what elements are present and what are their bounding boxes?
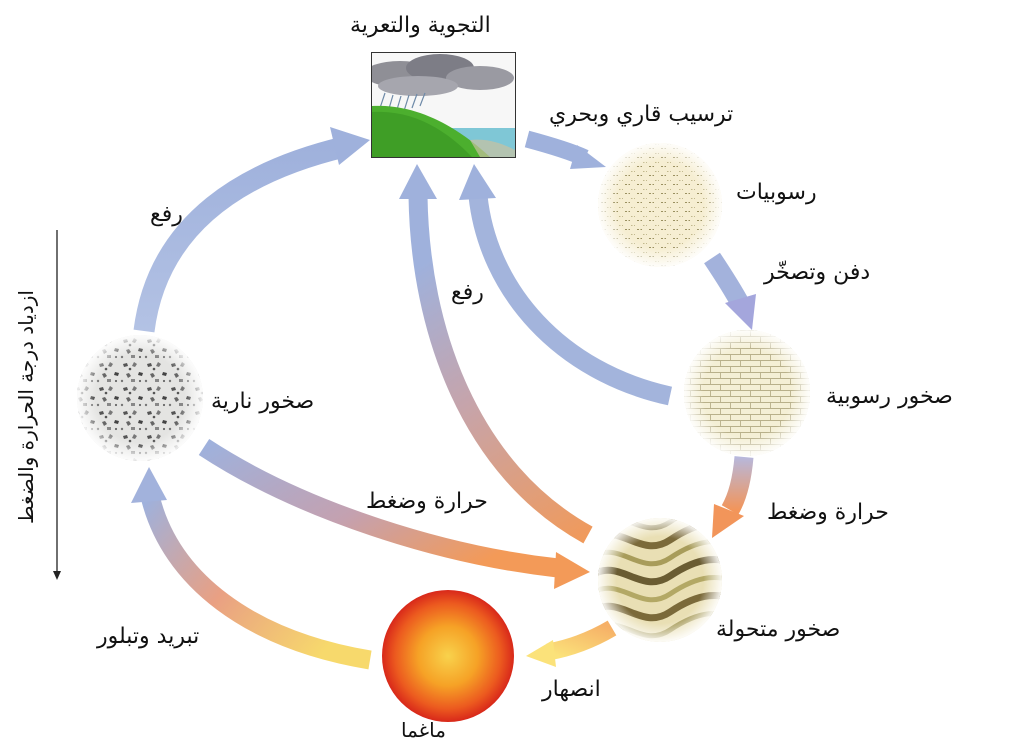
sediments-image: [598, 143, 722, 267]
cooling-arrow-head: [131, 467, 167, 503]
uplift-arrow-right: [468, 194, 673, 406]
burial-arrow-head: [725, 294, 756, 330]
side-axis-label: ازدياد درجة الحرارة والضغط: [14, 290, 38, 524]
heat-pressure-center-label: حرارة وضغط: [366, 489, 488, 514]
heat-pressure-arrow-center-head: [554, 552, 590, 589]
heat-pressure-arrow-center: [198, 439, 560, 578]
cooling-arrow: [140, 493, 372, 670]
uplift-left-label: رفع: [150, 202, 183, 227]
side-axis-arrowhead: [53, 571, 61, 580]
heat-pressure-right-label: حرارة وضغط: [767, 500, 889, 525]
weathering-erosion-image: [371, 52, 516, 158]
side-axis-label-wrap: ازدياد درجة الحرارة والضغط: [6, 232, 46, 582]
melting-arrow: [546, 620, 617, 661]
uplift-arrow-center: [408, 195, 593, 544]
deposition-arrow-head: [570, 145, 606, 169]
heat-pressure-arrow-right-head: [712, 504, 744, 538]
sedimentary-rocks-image: [684, 330, 810, 456]
burial-label: دفن وتصخّر: [764, 260, 871, 285]
magma-image: [382, 590, 514, 722]
uplift-arrow-center-head: [399, 164, 437, 199]
igneous-rocks-label: صخور نارية: [211, 389, 315, 414]
uplift-center-label: رفع: [451, 280, 484, 305]
metamorphic-rocks-label: صخور متحولة: [716, 617, 841, 642]
burial-arrow: [704, 252, 750, 310]
uplift-arrow-left-head: [330, 127, 370, 165]
igneous-rocks-image: [77, 335, 203, 461]
weathering-label: التجوية والتعرية: [350, 13, 491, 38]
magma-label: ماغما: [401, 718, 446, 742]
cooling-label: تبريد وتبلور: [97, 624, 200, 649]
deposition-label: ترسيب قاري وبحري: [549, 102, 734, 127]
sedimentary-rocks-label: صخور رسوبية: [826, 384, 953, 409]
melting-label: انصهار: [542, 677, 601, 702]
uplift-arrow-left: [133, 136, 347, 333]
heat-pressure-arrow-right: [721, 456, 754, 515]
melting-arrow-head: [526, 640, 556, 667]
uplift-arrow-right-head: [459, 164, 496, 200]
sediments-label: رسوبيات: [736, 180, 817, 205]
